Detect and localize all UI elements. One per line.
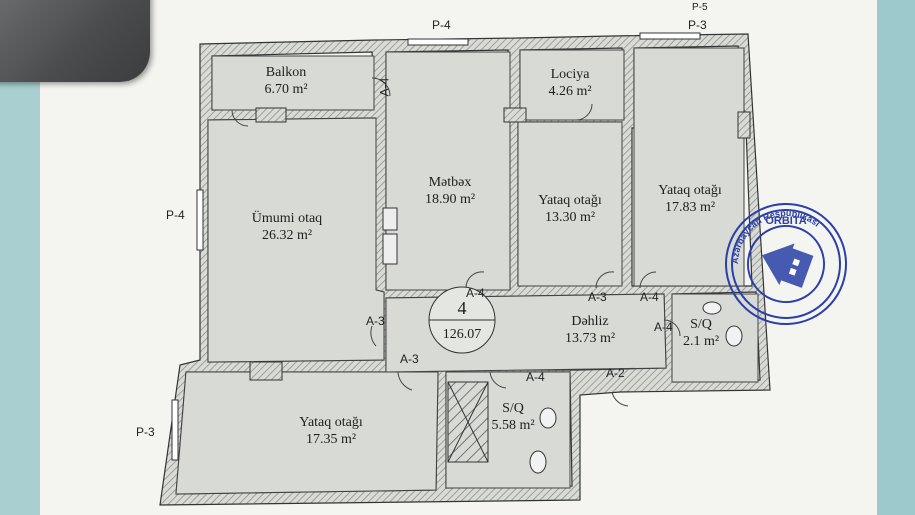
door-tag: A-3: [366, 314, 385, 328]
basin-bath: [539, 407, 557, 429]
sink: [382, 233, 398, 265]
door-tag: A-4: [466, 286, 485, 300]
apartment-number: 4: [457, 298, 467, 318]
window-tag: P-3: [136, 425, 155, 439]
door-tag: A-3: [400, 352, 419, 366]
background-left: [0, 0, 40, 515]
device-corner: [0, 0, 150, 82]
basin-wc: [702, 301, 722, 315]
door-tag: A-2: [606, 366, 625, 380]
background-right: [877, 0, 915, 515]
window-top-1: [407, 38, 469, 46]
apartment-total-area: 126.07: [442, 327, 482, 342]
room-bedroom1: [517, 121, 623, 287]
official-stamp: Azərbaycan Respublikası ORBITA: [725, 203, 847, 325]
window-left-1: [196, 189, 204, 251]
window-left-2: [171, 399, 179, 461]
toilet-wc: [725, 325, 743, 347]
window-tag: P-4: [432, 18, 451, 32]
svg-text:ORBITA: ORBITA: [765, 215, 806, 227]
window-tag: P-3: [688, 18, 707, 32]
window-top-2: [639, 32, 701, 40]
stove: [382, 207, 398, 231]
room-loggia: [519, 49, 625, 121]
door-tag: A-4: [640, 290, 659, 304]
toilet-bath: [529, 450, 547, 474]
room-living: [207, 117, 385, 363]
door-tag: A-4: [526, 370, 545, 384]
door-tag: A-4: [654, 320, 673, 334]
door-tag: A-3: [588, 290, 607, 304]
window-tag: P-5: [692, 2, 708, 13]
room-balcony: [211, 55, 375, 111]
room-kitchen: [385, 51, 511, 291]
room-bedroom2: [633, 47, 745, 287]
room-bedroom3: [175, 371, 439, 495]
window-tag: P-4: [166, 208, 185, 222]
door-tag: A-4: [377, 77, 392, 97]
